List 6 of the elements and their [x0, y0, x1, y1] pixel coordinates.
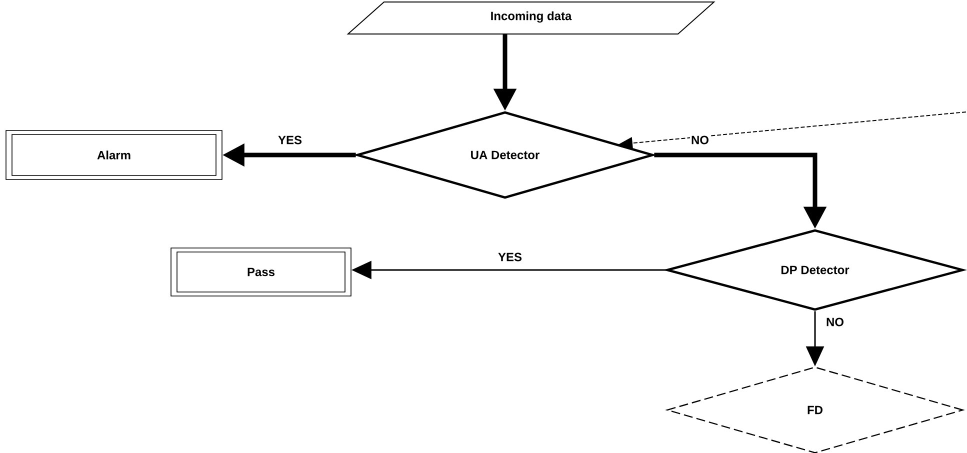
- output-box: Pass: [170, 248, 352, 296]
- edge-label: YES: [277, 134, 303, 146]
- edge-label: NO: [825, 316, 845, 328]
- edge-label: YES: [497, 252, 523, 262]
- output-box: Alarm: [6, 130, 222, 180]
- edge-label: NO: [690, 134, 710, 146]
